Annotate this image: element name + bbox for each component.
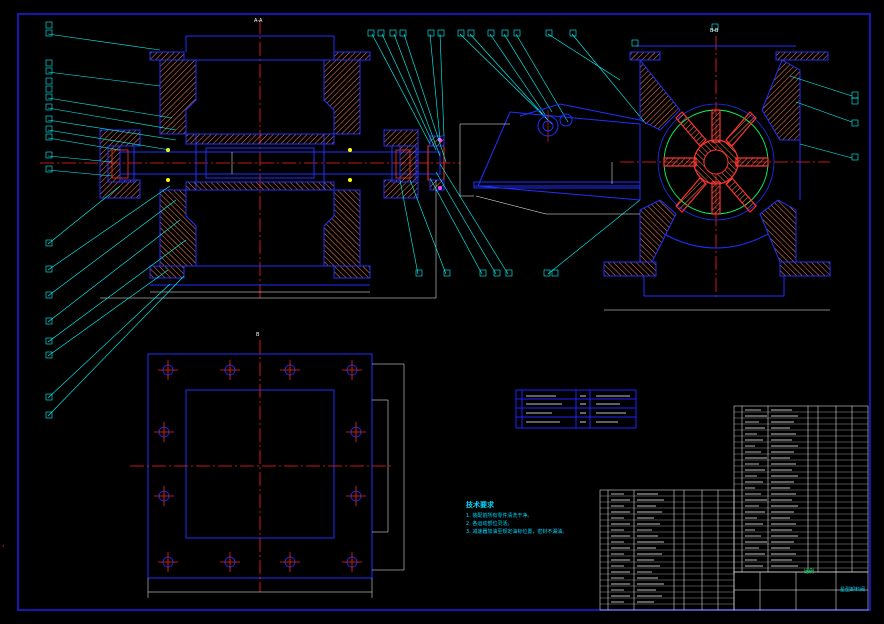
tech-requirement-line: 1. 装配前所有零件清洗干净。 [466,513,533,519]
front-section-view [40,20,460,299]
gear-parameter-table [515,389,637,429]
left-item-tags [45,21,53,419]
edge-mark: ‹ [2,543,4,550]
top-view [130,340,405,598]
bolt-holes [154,360,366,572]
top-item-tags [367,29,577,277]
front-section-label: A-A [254,18,263,24]
drawing-name: 星型卸料阀 [840,587,866,593]
left-leader-lines [47,33,187,417]
tech-requirement-line: 2. 各运动部位灵活。 [466,521,513,527]
side-section-label: B-B [710,28,719,34]
right-leader-lines [371,33,647,275]
side-section-view [459,36,831,311]
tech-requirement-line: 3. 减速器加油至规定油标位置，密封不漏油。 [466,529,568,535]
rotor-vanes [663,109,769,215]
drawing-border [17,13,871,611]
top-view-label: B [256,332,260,338]
parts-list-rows [600,409,868,605]
tech-requirements-title: 技术要求 [466,501,494,509]
view-labels: A-A B-B B [254,18,719,338]
side-item-tags [631,23,859,161]
scale-label: 比例 [804,569,815,575]
